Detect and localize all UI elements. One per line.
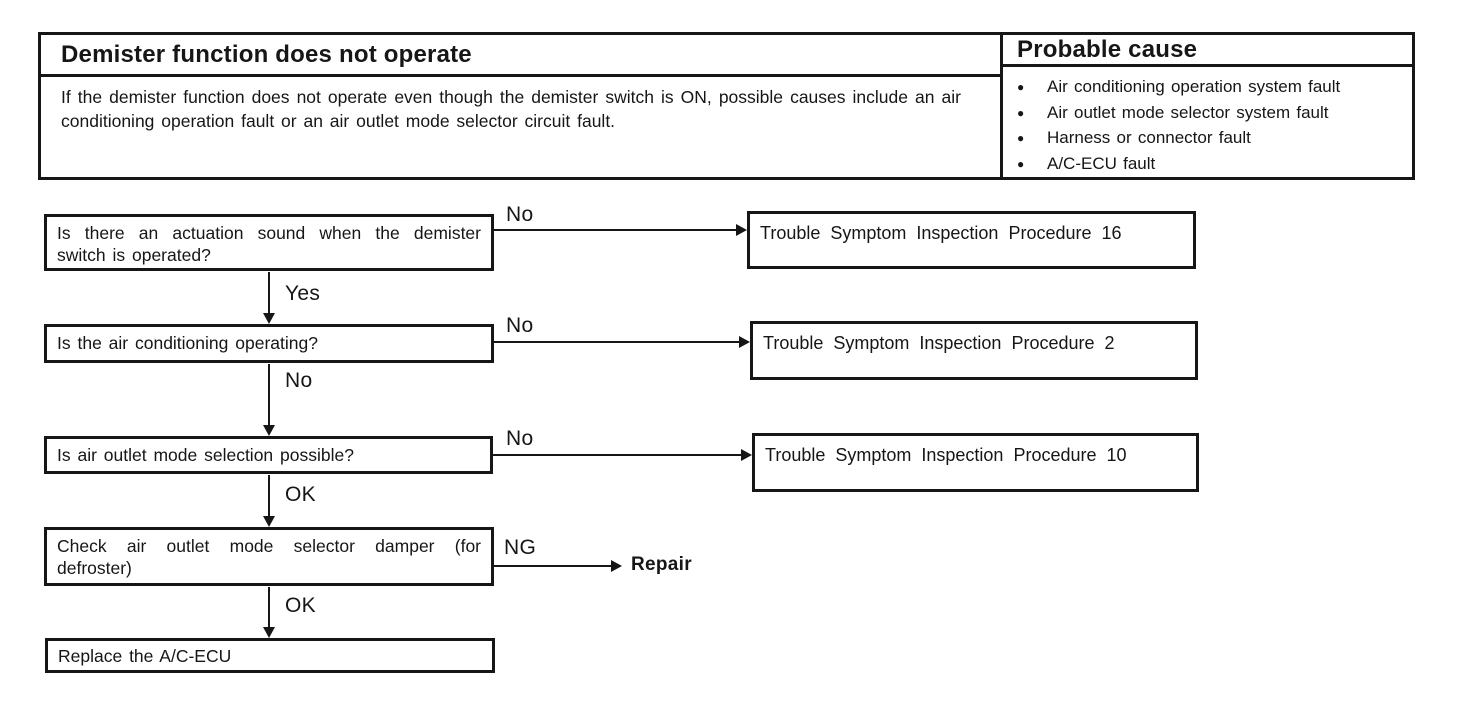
probable-cause-text: Air conditioning operation system fault	[1047, 77, 1341, 96]
step1-result-box: Trouble Symptom Inspection Procedure 16	[747, 211, 1196, 269]
step2-down-arrow-icon	[263, 364, 275, 436]
probable-cause-item: ● A/C-ECU fault	[1017, 152, 1406, 178]
probable-cause-text: Harness or connector fault	[1047, 128, 1251, 147]
probable-cause-text: A/C-ECU fault	[1047, 153, 1156, 173]
probable-cause-item: ● Air outlet mode selector system fault	[1017, 101, 1406, 127]
step4-branch-label: NG	[504, 536, 537, 559]
probable-cause-text: Air outlet mode selector system fault	[1047, 102, 1329, 122]
step5-action-box: Replace the A/C-ECU	[45, 638, 495, 673]
bullet-icon: ●	[1017, 156, 1025, 171]
bullet-icon: ●	[1017, 105, 1025, 120]
probable-cause-column: Probable cause ● Air conditioning operat…	[1003, 35, 1412, 177]
step4-down-arrow-icon	[263, 587, 275, 638]
step3-result-box: Trouble Symptom Inspection Procedure 10	[752, 433, 1199, 492]
step4-down-label: OK	[285, 594, 316, 617]
step2-branch-label: No	[506, 314, 534, 337]
bullet-icon: ●	[1017, 131, 1025, 145]
step2-branch-arrow-icon	[494, 336, 750, 348]
step1-branch-arrow-icon	[494, 224, 747, 236]
step2-result-box: Trouble Symptom Inspection Procedure 2	[750, 321, 1198, 380]
bullet-icon: ●	[1017, 80, 1025, 94]
step3-question-box: Is air outlet mode selection possible?	[44, 436, 493, 474]
probable-cause-title: Probable cause	[1003, 35, 1412, 67]
probable-cause-item: ● Air conditioning operation system faul…	[1017, 75, 1406, 101]
step3-down-arrow-icon	[263, 475, 275, 527]
step3-branch-label: No	[506, 427, 534, 450]
step3-down-label: OK	[285, 483, 316, 506]
step3-branch-arrow-icon	[493, 449, 752, 461]
probable-cause-item: ● Harness or connector fault	[1017, 126, 1406, 152]
probable-cause-cell: ● Air conditioning operation system faul…	[1003, 67, 1412, 177]
step2-question-box: Is the air conditioning operating?	[44, 324, 494, 363]
step1-question-box: Is there an actuation sound when the dem…	[44, 214, 494, 271]
symptom-description: If the demister function does not operat…	[61, 87, 961, 131]
symptom-title: Demister function does not operate	[41, 35, 1000, 77]
repair-terminal-label: Repair	[631, 554, 692, 575]
symptom-header-table: Demister function does not operate If th…	[38, 32, 1415, 180]
step1-branch-label: No	[506, 203, 534, 226]
step1-down-arrow-icon	[263, 272, 275, 324]
probable-cause-list: ● Air conditioning operation system faul…	[1003, 67, 1412, 177]
step4-question-box: Check air outlet mode selector damper (f…	[44, 527, 494, 586]
symptom-description-cell: If the demister function does not operat…	[41, 77, 1000, 177]
step2-down-label: No	[285, 369, 313, 392]
step1-down-label: Yes	[285, 282, 321, 305]
symptom-column: Demister function does not operate If th…	[41, 35, 1003, 177]
step4-branch-arrow-icon	[494, 560, 622, 572]
